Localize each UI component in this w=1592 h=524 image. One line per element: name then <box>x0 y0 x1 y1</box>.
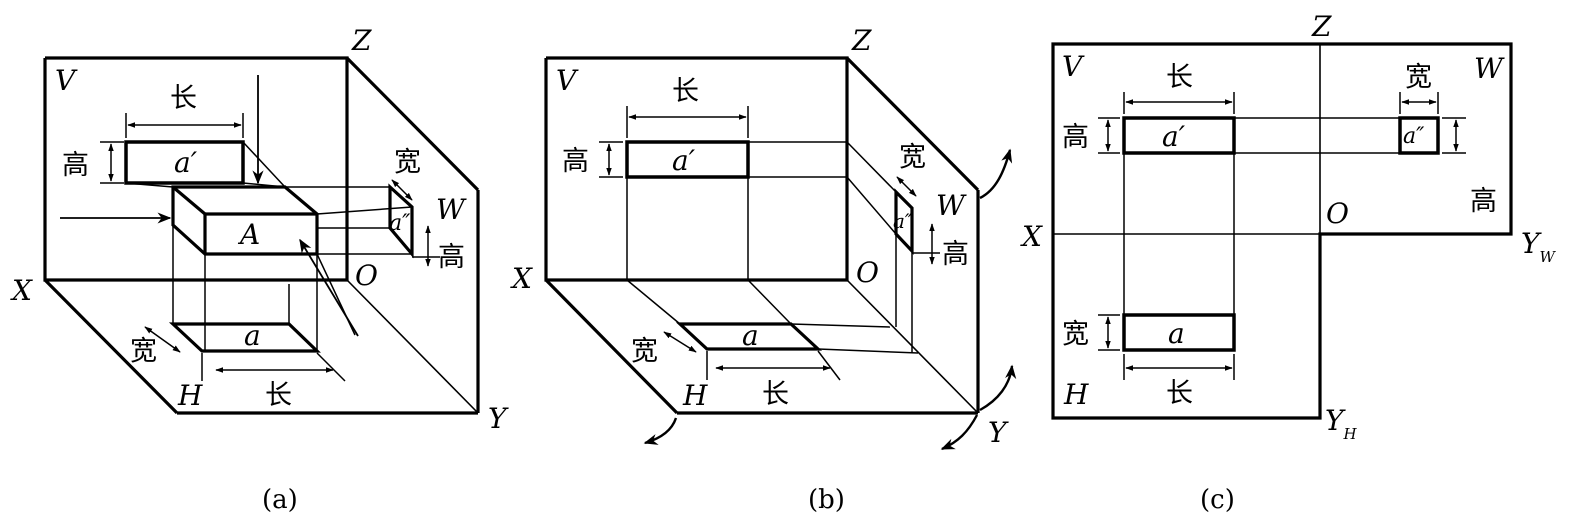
axis-z-label: Z <box>1311 10 1332 43</box>
unfolded-planes-c <box>1051 42 1513 420</box>
axis-y-label: Y <box>488 402 509 435</box>
plane-v-label: V <box>1062 50 1085 83</box>
top-projection-label: a <box>1168 317 1185 350</box>
axis-z-label: Z <box>351 24 372 57</box>
axis-x-label: X <box>1020 220 1043 253</box>
dim-length-label: 长 <box>265 380 292 411</box>
top-projection-label: a <box>244 319 261 352</box>
plane-w-label: W <box>436 193 467 226</box>
dimensions-b <box>599 106 940 381</box>
plane-h-label: H <box>177 379 203 412</box>
origin-label: O <box>856 256 879 289</box>
panel-a: V W H Z X Y O A a′ a a″ 长 高 长 宽 宽 高 (a) <box>10 24 509 515</box>
dim-width-label: 宽 <box>899 142 926 173</box>
dim-width-label: 宽 <box>1062 319 1089 350</box>
rotation-arrows-b <box>643 148 1017 451</box>
dim-height-label: 高 <box>1062 122 1089 153</box>
axis-yh-label: YH <box>1325 404 1357 443</box>
panel-b: V W H Z X Y O a′ a a″ 长 高 长 宽 宽 高 (b) <box>510 24 1017 515</box>
axis-z-label: Z <box>851 24 872 57</box>
plane-h-label: H <box>1063 378 1089 411</box>
origin-label: O <box>355 259 378 292</box>
dim-height-label: 高 <box>562 146 589 177</box>
dim-height-label: 高 <box>62 150 89 181</box>
front-projection-a <box>124 140 245 185</box>
front-projection-label: a′ <box>672 144 696 177</box>
axis-lines-c <box>1053 44 1321 235</box>
plane-h-label: H <box>682 379 708 412</box>
dimensions-c <box>1098 92 1466 380</box>
projection-box-b <box>544 56 980 415</box>
side-projection-label: a″ <box>1403 124 1425 149</box>
dim-length-label: 长 <box>170 83 197 114</box>
panel-c: V W H Z X O YW YH a′ a a″ 长 高 宽 长 宽 高 (c… <box>1020 10 1556 515</box>
axis-y-label: Y <box>988 416 1009 449</box>
axis-x-label: X <box>510 262 533 295</box>
axis-yw-label: YW <box>1521 227 1556 266</box>
dim-length-label: 长 <box>1166 378 1193 409</box>
dim-width-label: 宽 <box>1405 62 1432 93</box>
caption-a: (a) <box>262 485 298 515</box>
front-projection-label: a′ <box>174 146 198 179</box>
side-projection-c <box>1398 116 1440 155</box>
dim-height-label: 高 <box>1470 186 1497 217</box>
view-arrows-a <box>60 75 359 337</box>
plane-v-label: V <box>556 64 579 97</box>
dim-length-label: 长 <box>672 76 699 107</box>
dim-length-label: 长 <box>762 379 789 410</box>
side-projection-label: a″ <box>893 209 913 233</box>
top-projection-label: a <box>742 319 759 352</box>
dim-height-label: 高 <box>438 242 465 273</box>
dimensions-a <box>100 113 440 382</box>
plane-v-label: V <box>55 64 78 97</box>
caption-c: (c) <box>1200 485 1235 515</box>
projector-lines-c <box>1123 117 1400 315</box>
dim-width-label: 宽 <box>130 336 157 367</box>
caption-b: (b) <box>808 485 845 515</box>
dim-length-label: 长 <box>1166 62 1193 93</box>
axis-x-label: X <box>10 274 33 307</box>
side-projection-label: a″ <box>389 211 411 236</box>
front-projection-label: a′ <box>1162 120 1186 153</box>
front-projection-b <box>625 140 750 179</box>
projector-lines-b <box>626 141 919 354</box>
object-label: A <box>237 218 260 251</box>
front-projection-c <box>1122 116 1236 155</box>
top-projection-c <box>1122 313 1236 352</box>
dim-width-label: 宽 <box>394 147 421 178</box>
origin-label: O <box>1326 197 1349 230</box>
plane-w-label: W <box>936 189 967 222</box>
projection-box-a <box>43 56 480 415</box>
dim-width-label: 宽 <box>631 336 658 367</box>
plane-w-label: W <box>1474 52 1505 85</box>
dim-height-label: 高 <box>942 239 969 270</box>
